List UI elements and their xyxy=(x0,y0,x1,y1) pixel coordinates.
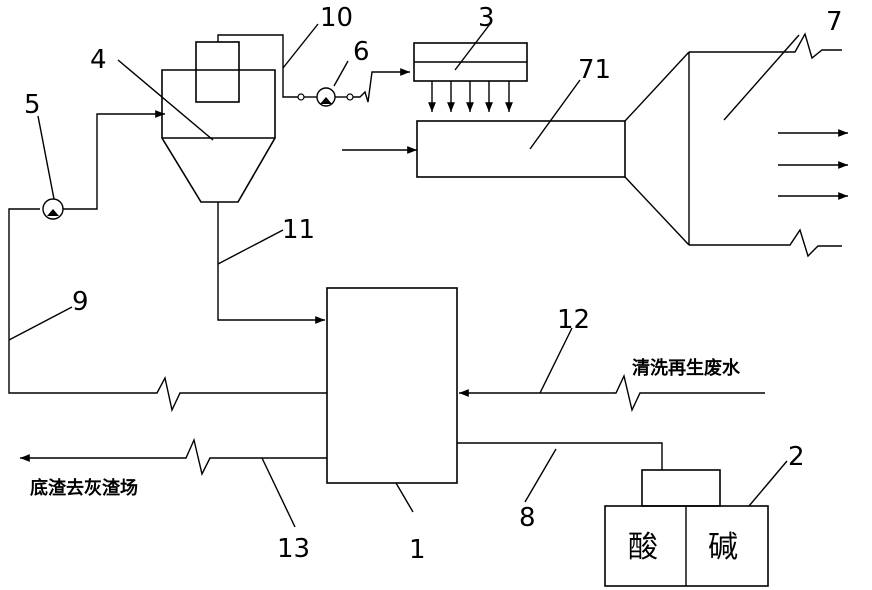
pipe-11 xyxy=(217,202,325,324)
leader-lines xyxy=(8,23,800,528)
label-4: 4 xyxy=(90,45,107,75)
label-5: 5 xyxy=(24,90,41,120)
label-10: 10 xyxy=(320,3,353,33)
acid-label: 酸 xyxy=(628,530,658,565)
wastewater-label: 清洗再生废水 xyxy=(632,357,741,379)
label-8: 8 xyxy=(519,503,536,533)
label-12: 12 xyxy=(557,305,590,335)
alkali-label: 碱 xyxy=(708,530,738,565)
label-6: 6 xyxy=(353,37,370,67)
label-2: 2 xyxy=(788,442,805,472)
boiler-7 xyxy=(624,32,848,258)
label-1: 1 xyxy=(409,535,426,565)
pipe-8 xyxy=(457,442,663,470)
pipe-12 xyxy=(459,373,765,413)
label-3: 3 xyxy=(478,3,495,33)
pipe-9 xyxy=(8,110,327,413)
pipe-13 xyxy=(20,437,327,477)
cyclone-4 xyxy=(161,41,276,203)
label-71: 71 xyxy=(578,55,611,85)
distributor-3 xyxy=(413,42,528,112)
label-9: 9 xyxy=(72,287,89,317)
duct-71 xyxy=(416,120,626,178)
label-11: 11 xyxy=(282,215,315,245)
pipe-10 xyxy=(217,34,410,107)
bottom-ash-label: 底渣去灰渣场 xyxy=(30,477,138,499)
label-7: 7 xyxy=(826,7,843,37)
label-13: 13 xyxy=(277,534,310,564)
tank-1 xyxy=(326,287,458,484)
acid-alkali-tank-2 xyxy=(604,469,769,587)
